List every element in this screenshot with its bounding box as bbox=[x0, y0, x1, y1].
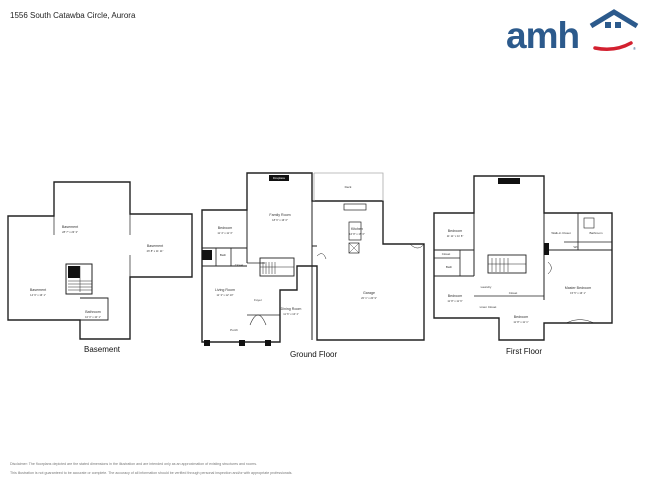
house-roof-icon: ® bbox=[589, 9, 639, 51]
garage-dims: 20' 1" x 20' 9" bbox=[361, 296, 377, 300]
logo-wordmark: amh bbox=[506, 15, 580, 56]
bath-label: Bath bbox=[446, 265, 453, 269]
dining-room-label: Dining Room bbox=[281, 307, 302, 311]
bath-label: Bath bbox=[220, 253, 227, 257]
living-room-dims: 11' 3" x 12' 10" bbox=[217, 293, 234, 297]
basement-floor-label: Basement bbox=[84, 345, 121, 354]
bedroom-label: Bedroom bbox=[514, 315, 529, 319]
bathroom-label: Bathroom bbox=[589, 231, 603, 235]
bedroom-dims: 11' 8" x 11' 6" bbox=[447, 299, 462, 303]
kitchen-label: Kitchen bbox=[351, 227, 363, 231]
basement-room-dims: 28' 7" x 23' 3" bbox=[62, 230, 78, 234]
first-floor-plan bbox=[433, 175, 613, 341]
family-room-dims: 18' 6" x 16' 0" bbox=[272, 218, 288, 222]
property-address: 1556 South Catawba Circle, Aurora bbox=[10, 11, 136, 20]
walk-in-closet-label: Walk-in Closet bbox=[551, 231, 570, 235]
garage-label: Garage bbox=[363, 291, 375, 295]
basement-room-dims: 14' 9" x 16' 1" bbox=[30, 293, 46, 297]
basement-plan bbox=[7, 181, 193, 340]
bathroom-label: Bathroom bbox=[85, 310, 101, 314]
laundry-label: Laundry bbox=[481, 285, 492, 289]
closet-label: Closet bbox=[442, 252, 451, 256]
bedroom-dims: 11' 4" x 11' 3" bbox=[217, 231, 232, 235]
bedroom-dims: 11' 11" x 11' 8" bbox=[447, 234, 464, 238]
master-bedroom-label: Master Bedroom bbox=[565, 286, 592, 290]
ground-floor-label: Ground Floor bbox=[290, 350, 338, 359]
deck-label: Deck bbox=[345, 185, 352, 189]
closet-label: Closet bbox=[509, 291, 518, 295]
basement-room-label: Basement bbox=[147, 244, 163, 248]
foyer-label: Foyer bbox=[254, 298, 262, 302]
wc-label: WC bbox=[574, 245, 580, 249]
linen-closet-label: Linen Closet bbox=[480, 305, 497, 309]
bedroom-label: Bedroom bbox=[448, 229, 463, 233]
basement-room-label: Basement bbox=[62, 225, 78, 229]
bedroom-dims: 11' 8" x 11' 1" bbox=[513, 320, 528, 324]
bathroom-dims: 10' 0" x 10' 1" bbox=[85, 315, 101, 319]
disclaimer-line-2: This illustration is not guaranteed to b… bbox=[10, 471, 293, 475]
living-room-label: Living Room bbox=[215, 288, 235, 292]
fireplace-label: Fireplace bbox=[273, 176, 286, 180]
closet-label: Closet bbox=[235, 263, 244, 267]
disclaimer-line-1: Disclaimer: The floorplans depicted are … bbox=[10, 462, 258, 466]
ground-floor-plan bbox=[201, 172, 425, 346]
amh-logo: ® amh bbox=[503, 8, 639, 54]
basement-room-label: Basement bbox=[30, 288, 46, 292]
kitchen-dims: 16' 8" x 15' 6" bbox=[349, 232, 365, 236]
dining-room-dims: 11' 6" x 10' 1" bbox=[283, 312, 299, 316]
bedroom-label: Bedroom bbox=[218, 226, 233, 230]
porch-label: Porch bbox=[230, 328, 238, 332]
first-floor-label: First Floor bbox=[506, 347, 542, 356]
svg-text:®: ® bbox=[633, 46, 636, 51]
basement-room-dims: 26' 8" x 11' 11" bbox=[147, 249, 164, 253]
family-room-label: Family Room bbox=[269, 213, 290, 217]
bedroom-label: Bedroom bbox=[448, 294, 463, 298]
master-bedroom-dims: 15' 5" x 16' 1" bbox=[570, 291, 586, 295]
